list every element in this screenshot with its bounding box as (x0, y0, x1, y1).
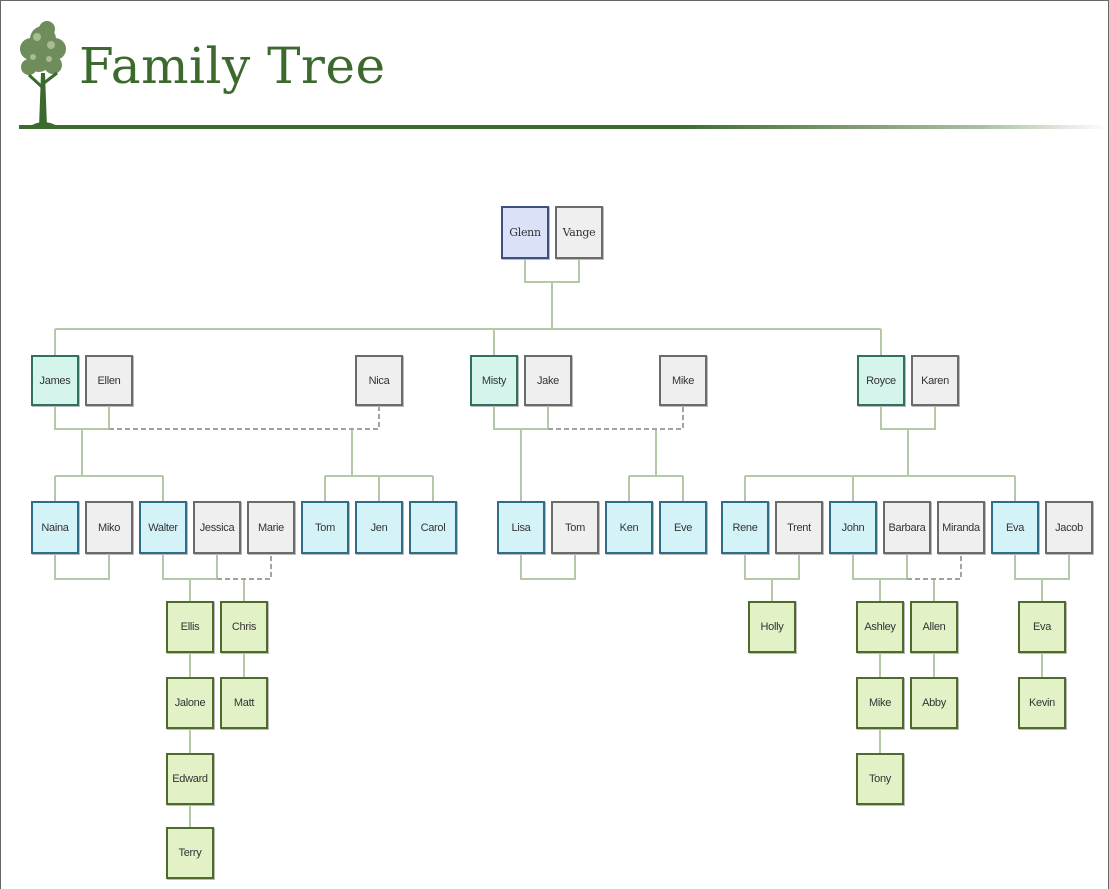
person-box-john[interactable]: John (829, 501, 877, 554)
person-box-royce[interactable]: Royce (857, 355, 905, 406)
title-divider (19, 125, 1108, 129)
person-box-lisa[interactable]: Lisa (497, 501, 545, 554)
person-box-terry[interactable]: Terry (166, 827, 214, 879)
person-box-holly[interactable]: Holly (748, 601, 796, 653)
person-box-tony[interactable]: Tony (856, 753, 904, 805)
person-box-miranda[interactable]: Miranda (937, 501, 985, 554)
person-box-james[interactable]: James (31, 355, 79, 406)
person-box-misty[interactable]: Misty (470, 355, 518, 406)
person-box-ashley[interactable]: Ashley (856, 601, 904, 653)
person-box-edward[interactable]: Edward (166, 753, 214, 805)
person-box-trent[interactable]: Trent (775, 501, 823, 554)
person-box-tom[interactable]: Tom (301, 501, 349, 554)
person-box-jalone[interactable]: Jalone (166, 677, 214, 729)
person-box-naina[interactable]: Naina (31, 501, 79, 554)
person-box-jen[interactable]: Jen (355, 501, 403, 554)
person-box-eve[interactable]: Eve (659, 501, 707, 554)
person-box-kevin[interactable]: Kevin (1018, 677, 1066, 729)
person-box-abby[interactable]: Abby (910, 677, 958, 729)
page-title: Family Tree (79, 37, 386, 95)
person-box-vange[interactable]: Vange (555, 206, 603, 259)
person-box-ellis[interactable]: Ellis (166, 601, 214, 653)
person-box-tom-2[interactable]: Tom (551, 501, 599, 554)
person-box-carol[interactable]: Carol (409, 501, 457, 554)
person-box-miko[interactable]: Miko (85, 501, 133, 554)
person-box-mike-2[interactable]: Mike (856, 677, 904, 729)
person-box-chris[interactable]: Chris (220, 601, 268, 653)
person-box-walter[interactable]: Walter (139, 501, 187, 554)
person-box-glenn[interactable]: Glenn (501, 206, 549, 259)
person-box-nica[interactable]: Nica (355, 355, 403, 406)
person-box-barbara[interactable]: Barbara (883, 501, 931, 554)
person-box-allen[interactable]: Allen (910, 601, 958, 653)
person-box-marie[interactable]: Marie (247, 501, 295, 554)
person-box-ellen[interactable]: Ellen (85, 355, 133, 406)
person-box-eva[interactable]: Eva (991, 501, 1039, 554)
person-box-jake[interactable]: Jake (524, 355, 572, 406)
person-box-karen[interactable]: Karen (911, 355, 959, 406)
person-box-matt[interactable]: Matt (220, 677, 268, 729)
person-box-jessica[interactable]: Jessica (193, 501, 241, 554)
person-box-ken[interactable]: Ken (605, 501, 653, 554)
person-box-eva-2[interactable]: Eva (1018, 601, 1066, 653)
person-box-rene[interactable]: Rene (721, 501, 769, 554)
person-box-jacob[interactable]: Jacob (1045, 501, 1093, 554)
person-box-mike[interactable]: Mike (659, 355, 707, 406)
